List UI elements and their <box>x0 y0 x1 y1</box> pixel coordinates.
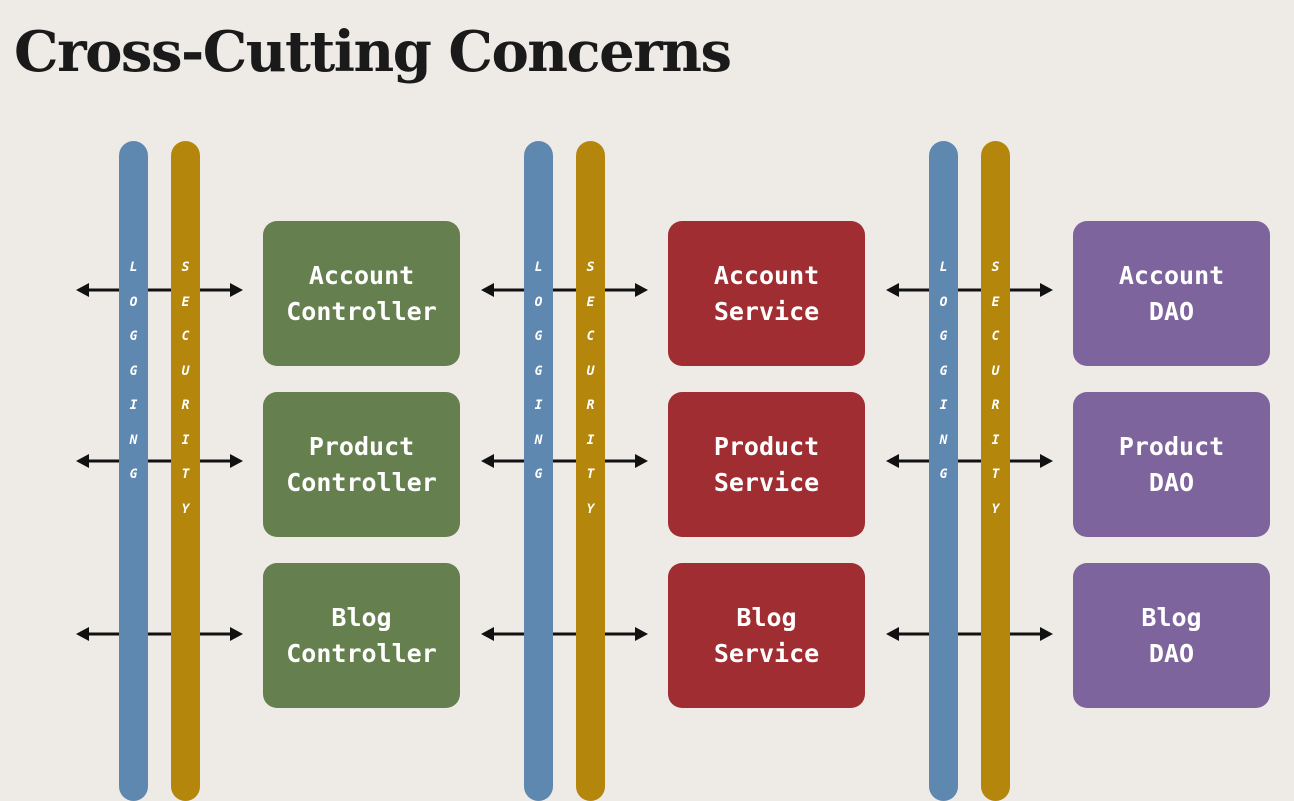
double-arrow-service-2 <box>481 454 648 468</box>
controller-box-line1: Product <box>308 431 415 461</box>
controller-box-line2: Controller <box>286 638 437 668</box>
dao-box-line1: Account <box>1118 260 1225 290</box>
dao-box-line2: DAO <box>1148 296 1195 326</box>
dao-box-line2: DAO <box>1148 467 1195 497</box>
service-box-line2: Service <box>713 638 820 668</box>
controller-box-line1: Blog <box>331 602 392 632</box>
dao-box-line2: DAO <box>1148 638 1195 668</box>
controller-box-line2: Controller <box>286 296 437 326</box>
service-box-line1: Blog <box>736 602 797 632</box>
service-box-line1: Account <box>713 260 820 290</box>
service-box-line2: Service <box>713 467 820 497</box>
service-box-line1: Product <box>713 431 820 461</box>
controller-box-line2: Controller <box>286 467 437 497</box>
double-arrow-controller-2 <box>76 454 243 468</box>
double-arrow-dao-1 <box>886 283 1053 297</box>
dao-box-line1: Product <box>1118 431 1225 461</box>
double-arrow-service-1 <box>481 283 648 297</box>
double-arrow-service-3 <box>481 627 648 641</box>
double-arrow-controller-3 <box>76 627 243 641</box>
double-arrow-controller-1 <box>76 283 243 297</box>
diagram-title: Cross-Cutting Concerns <box>14 19 732 85</box>
dao-box-line1: Blog <box>1141 602 1202 632</box>
double-arrow-dao-2 <box>886 454 1053 468</box>
controller-box-line1: Account <box>308 260 415 290</box>
service-box-line2: Service <box>713 296 820 326</box>
double-arrow-dao-3 <box>886 627 1053 641</box>
